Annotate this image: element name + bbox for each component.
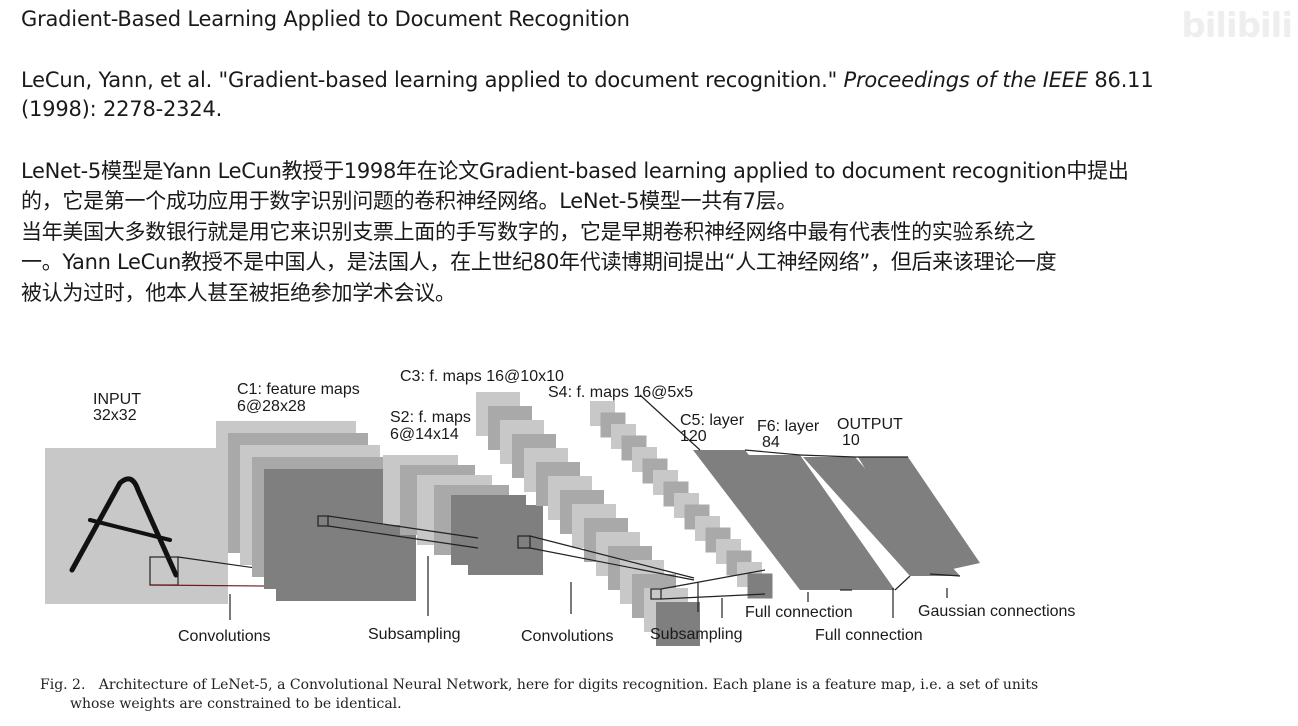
lenet5-architecture-diagram: INPUT 32x32 C1: feature maps 6@28x28 S2:… <box>45 368 1075 646</box>
figure-caption: Fig. 2. Architecture of LeNet-5, a Convo… <box>40 676 1038 714</box>
c1-label: C1: feature maps <box>237 381 360 398</box>
caption-line-1: Fig. 2. Architecture of LeNet-5, a Convo… <box>40 677 1039 693</box>
c1-subsample-window <box>317 515 329 527</box>
paragraph-line: 被认为过时，他本人甚至被拒绝参加学术会议。 <box>21 281 456 305</box>
s2-map <box>468 505 543 575</box>
op-convolutions-1: Convolutions <box>178 628 271 645</box>
c1-size: 6@28x28 <box>237 398 306 415</box>
bilibili-watermark: bilibili <box>1181 6 1293 46</box>
output-label: OUTPUT <box>837 416 903 433</box>
citation-journal: Proceedings of the IEEE <box>843 68 1089 92</box>
s2-conv-window <box>517 535 531 549</box>
citation-line-2: (1998): 2278-2324. <box>21 97 223 121</box>
page-title: Gradient-Based Learning Applied to Docum… <box>21 7 630 31</box>
f6-size: 84 <box>762 434 780 451</box>
c3-subsample-window <box>650 588 662 600</box>
op-gaussian-connections: Gaussian connections <box>918 603 1075 620</box>
s2-label: S2: f. maps <box>390 409 471 426</box>
input-glyph-a <box>69 476 179 578</box>
c5-label: C5: layer <box>680 412 745 429</box>
citation-prefix: LeCun, Yann, et al. "Gradient-based lear… <box>21 68 844 92</box>
f6-layer-band <box>748 455 895 590</box>
op-subsampling-1: Subsampling <box>368 626 461 643</box>
c5-size: 120 <box>680 428 707 445</box>
input-plane <box>45 448 228 604</box>
input-glyph-a-crossbar <box>88 518 172 542</box>
op-full-connection-1: Full connection <box>745 604 853 621</box>
s2-size: 6@14x14 <box>390 426 459 443</box>
output-layer-band <box>858 457 980 574</box>
input-label: INPUT <box>93 391 141 408</box>
paragraph-line: 当年美国大多数银行就是用它来识别支票上面的手写数字的，它是早期卷积神经网络中最有… <box>21 220 1036 244</box>
paragraph-line: LeNet-5模型是Yann LeCun教授于1998年在论文Gradient-… <box>21 159 1129 183</box>
citation-suffix: 86.11 <box>1087 68 1154 92</box>
c3-label: C3: f. maps 16@10x10 <box>400 368 564 385</box>
c3-map <box>656 602 700 646</box>
c3-feature-maps <box>476 392 700 646</box>
op-convolutions-2: Convolutions <box>521 628 614 645</box>
op-full-connection-2: Full connection <box>815 627 923 644</box>
paragraph-line: 的，它是第一个成功应用于数字识别问题的卷积神经网络。LeNet-5模型一共有7层… <box>21 189 798 213</box>
f6-label: F6: layer <box>757 418 820 435</box>
input-size: 32x32 <box>93 407 137 424</box>
c5-layer-band <box>693 450 852 590</box>
output-size: 10 <box>842 432 860 449</box>
citation-line-1: LeCun, Yann, et al. "Gradient-based lear… <box>21 66 1154 94</box>
paragraph-line: 一。Yann LeCun教授不是中国人，是法国人，在上世纪80年代读博期间提出“… <box>21 250 1057 274</box>
s4-label: S4: f. maps 16@5x5 <box>548 384 693 401</box>
c1-feature-maps <box>216 421 416 601</box>
op-subsampling-2: Subsampling <box>650 626 743 643</box>
caption-line-2: whose weights are constrained to be iden… <box>70 696 402 712</box>
